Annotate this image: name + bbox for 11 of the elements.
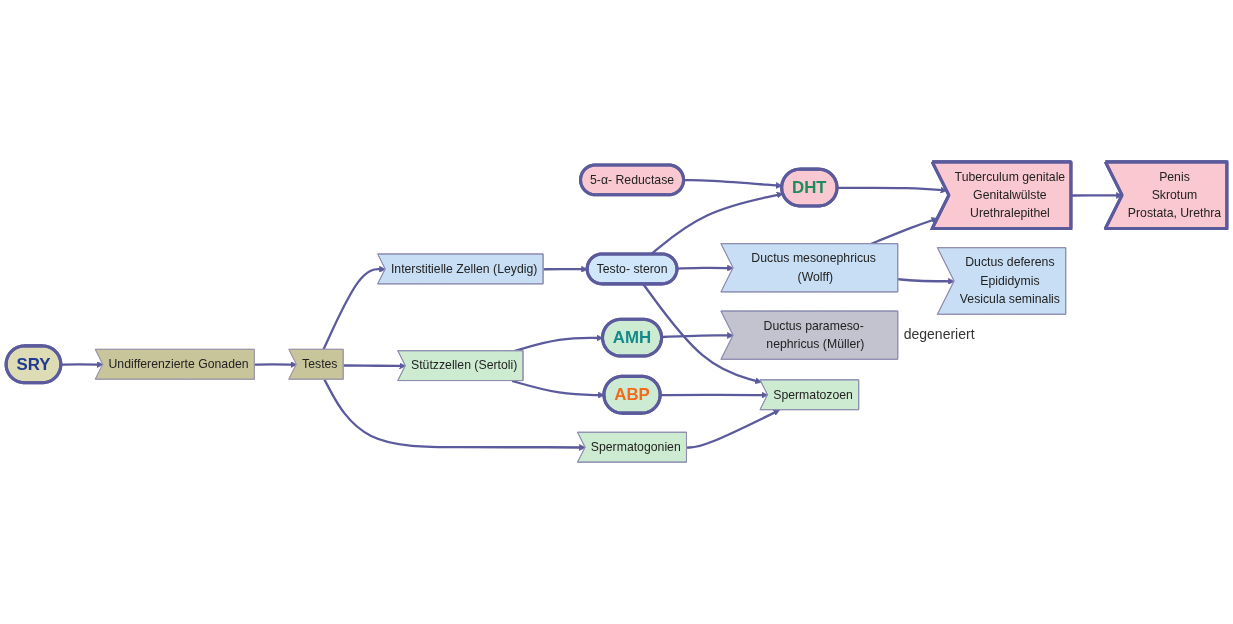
arrow — [897, 277, 955, 285]
arrow — [323, 379, 586, 451]
arrow — [322, 265, 386, 351]
arrow — [61, 361, 104, 368]
arrow — [343, 362, 406, 370]
arrow — [254, 361, 297, 368]
arrow — [511, 379, 605, 399]
arrow — [686, 409, 780, 449]
arrow — [677, 264, 734, 272]
arrow — [642, 283, 762, 384]
side-note: degeneriert — [903, 326, 975, 343]
